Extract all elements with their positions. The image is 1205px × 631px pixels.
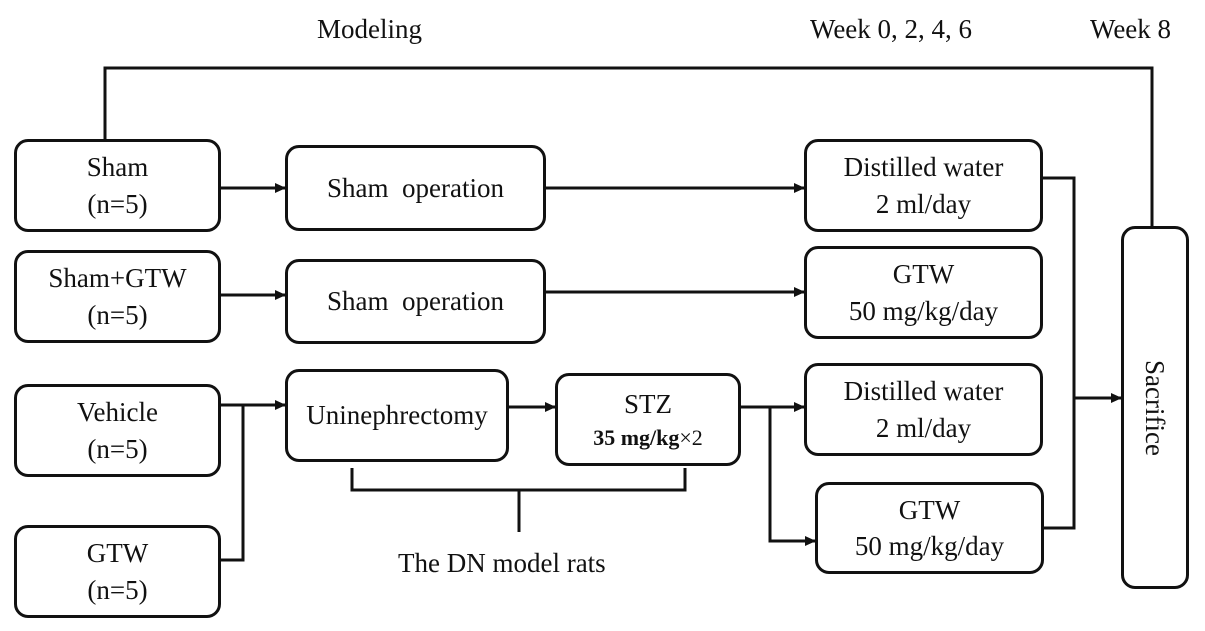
group-box-sham-gtw: Sham+GTW (n=5) (14, 250, 221, 343)
group-n: (n=5) (87, 188, 148, 219)
group-n: (n=5) (87, 433, 148, 464)
sacrifice-box: Sacrifice (1121, 226, 1189, 589)
merge-bracket (1043, 176, 1076, 530)
procedure-stz: STZ 35 mg/kg×2 (555, 373, 741, 466)
group-n: (n=5) (87, 299, 148, 330)
treatment-gtw-1: GTW 50 mg/kg/day (804, 246, 1043, 339)
weeks-mid-header: Week 0, 2, 4, 6 (810, 14, 973, 44)
stz-dose-value: 35 mg/kg (593, 424, 680, 450)
treatment-water-2: Distilled water 2 ml/day (804, 363, 1043, 456)
arrow-stz-to-gtw-2 (768, 407, 816, 546)
procedure-label: Uninephrectomy (306, 400, 488, 431)
dn-brace (350, 468, 687, 492)
gtw-merge-line (220, 405, 245, 562)
group-name: Sham+GTW (48, 263, 187, 294)
sham-to-sacrifice-line (103, 66, 1154, 226)
weeks-end-header: Week 8 (1090, 14, 1172, 44)
group-box-gtw: GTW (n=5) (14, 525, 221, 618)
procedure-label: Sham operation (327, 286, 504, 317)
group-name: Sham (86, 152, 149, 183)
procedure-label: Sham operation (327, 172, 504, 203)
dn-model-label: The DN model rats (398, 548, 606, 578)
procedure-uninephrectomy: Uninephrectomy (285, 369, 509, 462)
treatment-line1: GTW (898, 494, 961, 525)
modeling-header: Modeling (317, 14, 422, 44)
stz-title: STZ (623, 389, 672, 420)
treatment-line2: 2 ml/day (875, 188, 972, 219)
treatment-water-1: Distilled water 2 ml/day (804, 139, 1043, 232)
treatment-line1: Distilled water (843, 376, 1004, 407)
procedure-sham-operation-2: Sham operation (285, 259, 546, 344)
group-name: Vehicle (77, 397, 158, 428)
sacrifice-label: Sacrifice (1140, 359, 1171, 456)
treatment-gtw-2: GTW 50 mg/kg/day (815, 482, 1044, 574)
group-box-sham: Sham (n=5) (14, 139, 221, 232)
group-box-vehicle: Vehicle (n=5) (14, 384, 221, 477)
procedure-sham-operation-1: Sham operation (285, 145, 546, 231)
group-name: GTW (86, 538, 149, 569)
group-n: (n=5) (87, 574, 148, 605)
stz-dose: 35 mg/kg×2 (593, 423, 703, 453)
stz-dose-multiplier: ×2 (679, 424, 703, 450)
treatment-line2: 50 mg/kg/day (848, 295, 999, 326)
treatment-line2: 2 ml/day (875, 412, 972, 443)
treatment-line2: 50 mg/kg/day (854, 531, 1005, 561)
treatment-line1: Distilled water (843, 152, 1004, 183)
treatment-line1: GTW (892, 259, 955, 290)
